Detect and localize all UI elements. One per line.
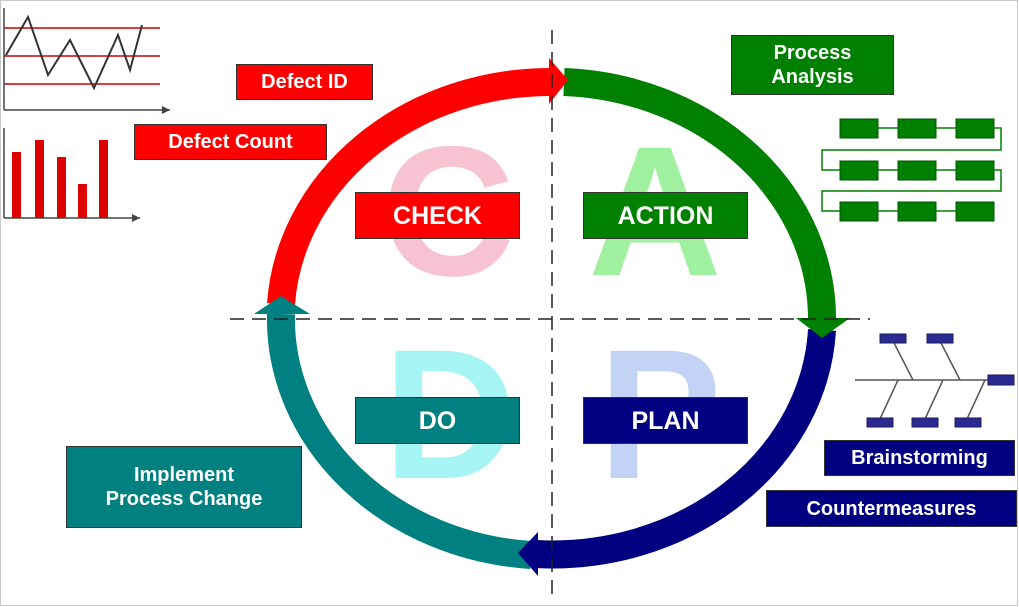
- plan-box: PLAN: [583, 397, 748, 444]
- fishbone-icon: [855, 333, 1015, 428]
- process-analysis-box: Process Analysis: [731, 35, 894, 95]
- plan-arc: [535, 329, 836, 569]
- process-flow-icon: [821, 118, 1002, 222]
- defect-count-box: Defect Count: [134, 124, 327, 160]
- brainstorming-box: Brainstorming: [824, 440, 1015, 476]
- implement-process-change-box: Implement Process Change: [66, 446, 302, 528]
- check-box: CHECK: [355, 192, 520, 239]
- bar-chart-icon: [3, 128, 140, 222]
- control-chart-icon: [3, 8, 170, 114]
- action-arrowhead: [796, 318, 850, 338]
- do-arrowhead: [254, 296, 310, 314]
- do-box: DO: [355, 397, 520, 444]
- action-box: ACTION: [583, 192, 748, 239]
- action-arc: [563, 68, 837, 321]
- do-arc: [266, 313, 532, 569]
- countermeasures-box: Countermeasures: [766, 490, 1017, 527]
- check-arc: [267, 68, 550, 306]
- defect-id-box: Defect ID: [236, 64, 373, 100]
- cycle-ring: [266, 68, 837, 569]
- check-arrowhead: [549, 58, 568, 104]
- plan-arrowhead: [518, 532, 538, 576]
